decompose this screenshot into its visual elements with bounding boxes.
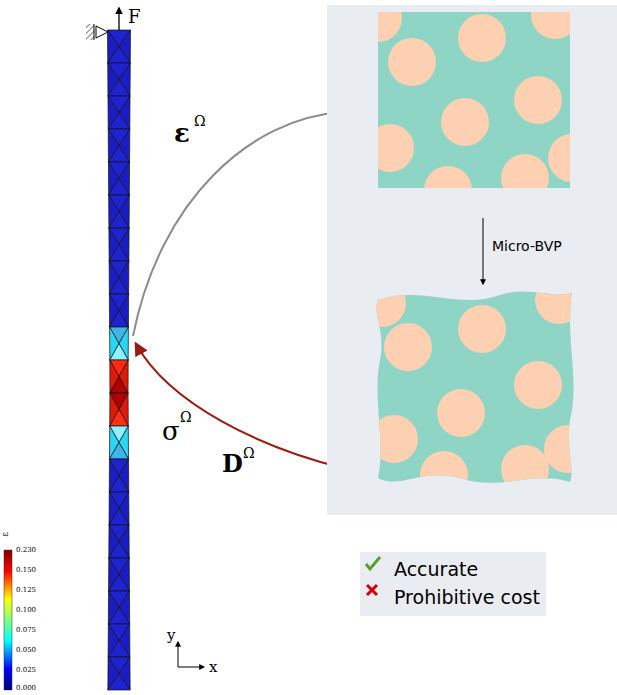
figure-label: 0.025 (16, 666, 36, 674)
figure-label: D (222, 449, 243, 478)
figure-label: ε (174, 118, 190, 148)
figure-label: y (167, 626, 175, 644)
figure-label: Ω (243, 445, 255, 461)
figure-label: 0.150 (16, 566, 36, 574)
figure-label: F (128, 6, 141, 27)
node-text: Prohibitive cost (394, 586, 540, 609)
node-text: Micro-BVP (492, 238, 562, 255)
rve-illustration (327, 5, 617, 515)
figure-label: ε (0, 532, 10, 537)
verdict-box: AccurateProhibitive cost (360, 552, 546, 616)
figure-label: 0.050 (16, 646, 36, 654)
figure-label: 0.230 (16, 546, 36, 554)
figure-label: Ω (194, 113, 206, 129)
rve-panel: Micro-BVP (327, 5, 617, 515)
node-text: Accurate (394, 558, 478, 581)
figure-label: x (209, 658, 217, 676)
figure-label: 0.000 (16, 684, 36, 692)
figure-label: σ (162, 416, 180, 446)
figure-label: 0.100 (16, 606, 36, 614)
figure-label: 0.125 (16, 586, 36, 594)
figure-label: 0.075 (16, 626, 36, 634)
figure-label: Ω (180, 409, 192, 425)
